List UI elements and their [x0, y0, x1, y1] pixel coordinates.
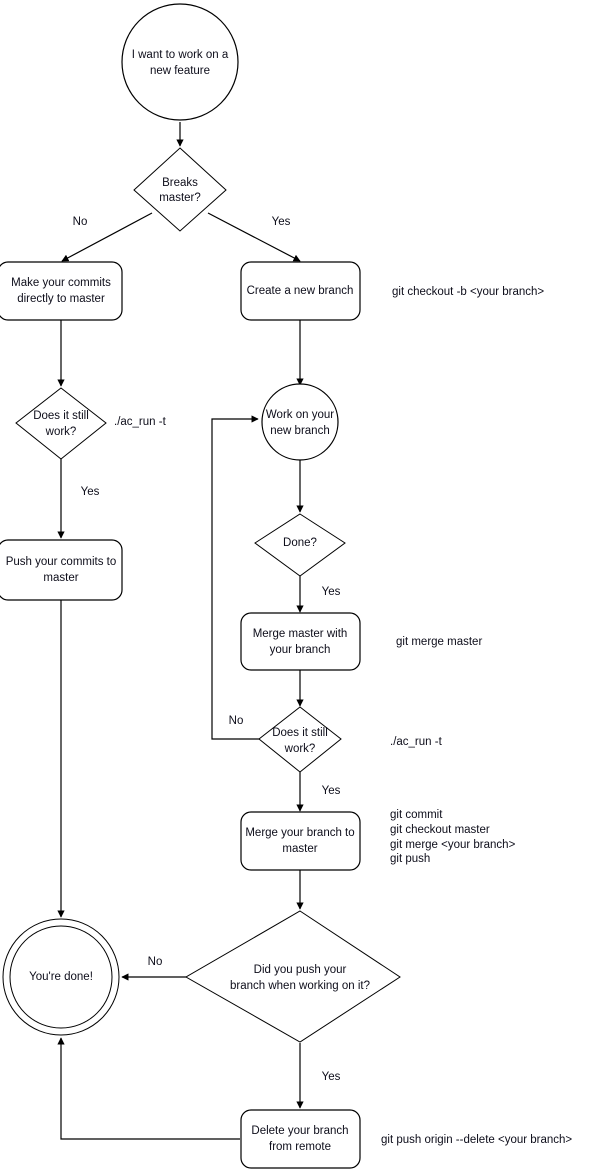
did-you-push-label-line1: Did you push your [254, 964, 347, 976]
node-breaks-master: Breaks master? [133, 147, 227, 232]
node-work-on-branch: Work on your new branch [261, 383, 339, 461]
start-label-line2: new feature [150, 65, 210, 77]
edge-delete-to-done [57, 1037, 240, 1140]
push-commits-box [0, 539, 123, 601]
make-commits-label-line2: directly to master [17, 293, 105, 305]
annotation-git-checkout-b: git checkout -b <your branch> [392, 286, 544, 298]
node-did-you-push: Did you push your branch when working on… [184, 910, 401, 1043]
edge-label-didpush-no: No [148, 956, 163, 968]
work-on-branch-label-line2: new branch [270, 425, 329, 437]
node-make-commits: Make your commits directly to master [0, 261, 123, 321]
annotation-git-push-origin-delete: git push origin --delete <your branch> [381, 1134, 572, 1146]
start-label-line1: I want to work on a [132, 49, 229, 61]
does-it-work-right-diamond [258, 706, 342, 773]
does-it-work-right-label-line2: work? [284, 743, 316, 755]
push-commits-label-line1: Push your commits to [6, 556, 117, 568]
breaks-master-label-line1: Breaks [162, 177, 198, 189]
youre-done-label: You're done! [29, 971, 93, 983]
push-commits-label-line2: master [43, 572, 78, 584]
done-question-diamond [254, 513, 346, 577]
annotation-git-merge-master: git merge master [396, 636, 482, 648]
breaks-master-diamond [133, 147, 227, 232]
edge-label-breaks-yes: Yes [272, 216, 291, 228]
edge-breaks-no [61, 212, 153, 262]
merge-master-label-line2: your branch [270, 644, 331, 656]
breaks-master-label-line2: master? [159, 192, 201, 204]
node-done-question: Done? [254, 513, 346, 577]
did-you-push-diamond [184, 910, 401, 1043]
annotation-merge-commands-block: git commit git checkout master git merge… [390, 809, 516, 865]
does-it-work-left-label-line1: Does it still [33, 410, 89, 422]
delete-branch-label-line2: from remote [269, 1141, 331, 1153]
annotation-git-commit: git commit [390, 809, 443, 821]
create-branch-label: Create a new branch [247, 285, 354, 297]
node-does-it-work-left: Does it still work? [15, 387, 107, 460]
node-does-it-work-right: Does it still work? [258, 706, 342, 773]
merge-master-box [240, 612, 361, 671]
node-youre-done: You're done! [2, 918, 120, 1036]
edge-label-didpush-yes: Yes [322, 1071, 341, 1083]
annotation-git-checkout-master: git checkout master [390, 824, 490, 836]
edge-breaks-yes [207, 212, 301, 262]
node-create-branch: Create a new branch [240, 261, 361, 321]
create-branch-box [240, 261, 361, 321]
does-it-work-left-diamond [15, 387, 107, 460]
merge-branch-box [240, 811, 361, 871]
node-start: I want to work on a new feature [121, 3, 239, 121]
done-question-label: Done? [283, 537, 317, 549]
delete-branch-box [240, 1109, 361, 1169]
merge-branch-label-line2: master [282, 843, 317, 855]
make-commits-box [0, 261, 123, 321]
edge-label-leftcheck-yes: Yes [81, 486, 100, 498]
does-it-work-left-label-line2: work? [45, 426, 77, 438]
edge-label-rightcheck-yes: Yes [322, 785, 341, 797]
annotation-git-push: git push [390, 853, 430, 865]
delete-branch-label-line1: Delete your branch [251, 1125, 348, 1137]
annotation-ac-run-right: ./ac_run -t [390, 736, 443, 748]
merge-branch-label-line1: Merge your branch to [245, 827, 354, 839]
make-commits-label-line1: Make your commits [11, 277, 111, 289]
edge-label-rightcheck-no: No [229, 715, 244, 727]
node-merge-branch: Merge your branch to master [240, 811, 361, 871]
start-circle [121, 3, 239, 121]
annotation-git-merge-your-branch: git merge <your branch> [390, 839, 516, 851]
work-on-branch-circle [261, 383, 339, 461]
node-merge-master: Merge master with your branch [240, 612, 361, 671]
edge-label-doneq-yes: Yes [322, 586, 341, 598]
node-push-commits: Push your commits to master [0, 539, 123, 601]
annotation-ac-run-left: ./ac_run -t [114, 416, 167, 428]
work-on-branch-label-line1: Work on your [266, 409, 334, 421]
node-delete-branch: Delete your branch from remote [240, 1109, 361, 1169]
did-you-push-label-line2: branch when working on it? [230, 980, 370, 992]
merge-master-label-line1: Merge master with [253, 628, 348, 640]
edge-rightcheck-no-loop [211, 415, 262, 740]
does-it-work-right-label-line1: Does it still [272, 727, 328, 739]
youre-done-inner-circle [9, 925, 113, 1029]
edge-label-breaks-no: No [73, 216, 88, 228]
